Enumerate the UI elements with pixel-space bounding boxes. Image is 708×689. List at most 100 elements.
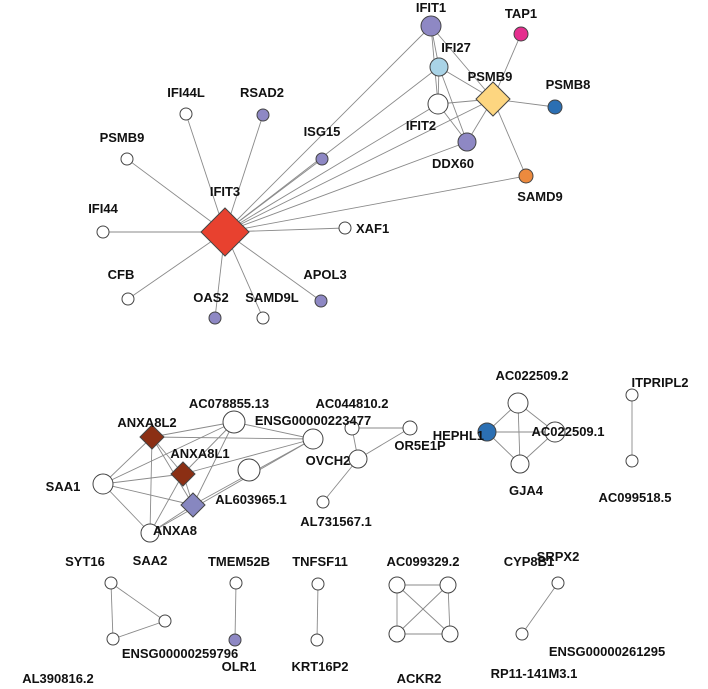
- node-ensg223477[interactable]: [302, 428, 324, 450]
- node-label-ac044810: AC044810.2: [316, 396, 389, 411]
- node-label-ackr2: ACKR2: [397, 671, 442, 686]
- node-label-syt16: SYT16: [65, 554, 105, 569]
- edge-ac078855-al603965: [192, 421, 235, 506]
- node-label-hephl1: HEPHL1: [433, 428, 484, 443]
- node-label-saa1: SAA1: [46, 479, 81, 494]
- edge-ifit3-isg15: [224, 158, 323, 233]
- edge-saa1-al603965: [102, 483, 194, 506]
- node-label-srpx2: SRPX2: [537, 549, 580, 564]
- node-ensg261295[interactable]: [515, 627, 529, 641]
- edge-ensg223477-anxa8l2: [151, 436, 314, 440]
- node-al731567[interactable]: [316, 495, 330, 509]
- edge-anxa8l2-saa1: [102, 436, 153, 485]
- node-al390816[interactable]: [106, 632, 120, 646]
- node-apol3[interactable]: [314, 294, 328, 308]
- node-label-anxa8l2: ANXA8L2: [117, 415, 176, 430]
- edge-ifit1-psmb9a: [430, 25, 494, 100]
- node-ifi27[interactable]: [429, 57, 449, 77]
- node-tnfsf11[interactable]: [311, 577, 325, 591]
- edge-ensg259796-al390816: [112, 620, 166, 640]
- node-ackr2[interactable]: [388, 625, 406, 643]
- node-srpx2[interactable]: [551, 576, 565, 590]
- node-rp11141m3[interactable]: [441, 625, 459, 643]
- edge-ifit3-psmb9b: [126, 158, 226, 233]
- node-label-cyp8b1: CYP8B1: [504, 554, 555, 569]
- node-rsad2[interactable]: [256, 108, 270, 122]
- edge-ifit3-psmb9a: [224, 98, 494, 233]
- node-ac099518[interactable]: [625, 454, 639, 468]
- edge-ifit3-cfb: [127, 231, 226, 300]
- node-psmb9a[interactable]: [475, 81, 511, 117]
- edge-syt16-al390816: [110, 582, 114, 640]
- node-ddx60[interactable]: [457, 132, 477, 152]
- node-tmem52b[interactable]: [229, 576, 243, 590]
- edge-ac078855-saa1: [102, 421, 235, 485]
- node-al603965[interactable]: [180, 492, 206, 518]
- node-anxa8[interactable]: [237, 458, 261, 482]
- node-saa2[interactable]: [140, 523, 160, 543]
- edge-ifit3-samd9: [224, 175, 527, 233]
- node-label-olr1: OLR1: [222, 659, 257, 674]
- node-itpripl2[interactable]: [625, 388, 639, 402]
- node-olr1[interactable]: [228, 633, 242, 647]
- node-ifit1[interactable]: [420, 15, 442, 37]
- node-label-gja4: GJA4: [509, 483, 544, 498]
- edge-ac099329-rp11141m3: [396, 584, 451, 635]
- edge-tmem52b-olr1: [234, 582, 237, 641]
- node-anxa8l1[interactable]: [170, 461, 196, 487]
- node-ensg259796[interactable]: [158, 614, 172, 628]
- node-samd9l[interactable]: [256, 311, 270, 325]
- node-label-samd9: SAMD9: [517, 189, 563, 204]
- node-or5e1p[interactable]: [402, 420, 418, 436]
- node-ac078855[interactable]: [222, 410, 246, 434]
- node-cyp8b1[interactable]: [439, 576, 457, 594]
- node-label-ovch2: OVCH2: [306, 453, 351, 468]
- node-label-psmb9b: PSMB9: [100, 130, 145, 145]
- node-label-ac078855: AC078855.13: [189, 396, 269, 411]
- node-ac099329[interactable]: [388, 576, 406, 594]
- edge-psmb9a-samd9: [492, 98, 527, 177]
- node-label-ensg223477: ENSG00000223477: [255, 413, 371, 428]
- node-gja4[interactable]: [510, 454, 530, 474]
- node-hephl1[interactable]: [477, 422, 497, 442]
- node-samd9[interactable]: [518, 168, 534, 184]
- node-label-ifi44l: IFI44L: [167, 85, 205, 100]
- node-label-ensg259796: ENSG00000259796: [122, 646, 238, 661]
- node-psmb8[interactable]: [547, 99, 563, 115]
- node-ac022509_2[interactable]: [507, 392, 529, 414]
- node-ifi44[interactable]: [96, 225, 110, 239]
- node-label-tmem52b: TMEM52B: [208, 554, 270, 569]
- node-label-tnfsf11: TNFSF11: [292, 554, 348, 569]
- node-ifi44l[interactable]: [179, 107, 193, 121]
- node-label-al603965: AL603965.1: [215, 492, 287, 507]
- edge-ac078855-ensg223477: [233, 421, 314, 440]
- node-ac022509_1[interactable]: [544, 421, 566, 443]
- edge-cyp8b1-ackr2: [396, 584, 449, 635]
- node-ifit2[interactable]: [427, 93, 449, 115]
- node-label-ifit3: IFIT3: [210, 184, 240, 199]
- node-ifit3[interactable]: [200, 207, 250, 257]
- node-oas2[interactable]: [208, 311, 222, 325]
- node-krt16p2[interactable]: [310, 633, 324, 647]
- node-ac044810[interactable]: [344, 420, 360, 436]
- node-tap1[interactable]: [513, 26, 529, 42]
- node-cfb[interactable]: [121, 292, 135, 306]
- edge-saa1-saa2: [102, 483, 151, 534]
- node-isg15[interactable]: [315, 152, 329, 166]
- node-label-itpripl2: ITPRIPL2: [631, 375, 688, 390]
- node-ovch2[interactable]: [348, 449, 368, 469]
- node-label-psmb9a: PSMB9: [468, 69, 513, 84]
- node-anxa8l2[interactable]: [139, 424, 165, 450]
- node-psmb9b[interactable]: [120, 152, 134, 166]
- node-xaf1[interactable]: [338, 221, 352, 235]
- node-syt16[interactable]: [104, 576, 118, 590]
- edge-ifi27-ddx60: [438, 66, 468, 143]
- edge-syt16-ensg259796: [110, 582, 166, 622]
- node-saa1[interactable]: [92, 473, 114, 495]
- node-label-rp11141m3: RP11-141M3.1: [491, 666, 578, 681]
- node-label-ifit2: IFIT2: [406, 118, 436, 133]
- node-label-al731567: AL731567.1: [300, 514, 372, 529]
- node-label-ddx60: DDX60: [432, 156, 474, 171]
- node-label-apol3: APOL3: [303, 267, 346, 282]
